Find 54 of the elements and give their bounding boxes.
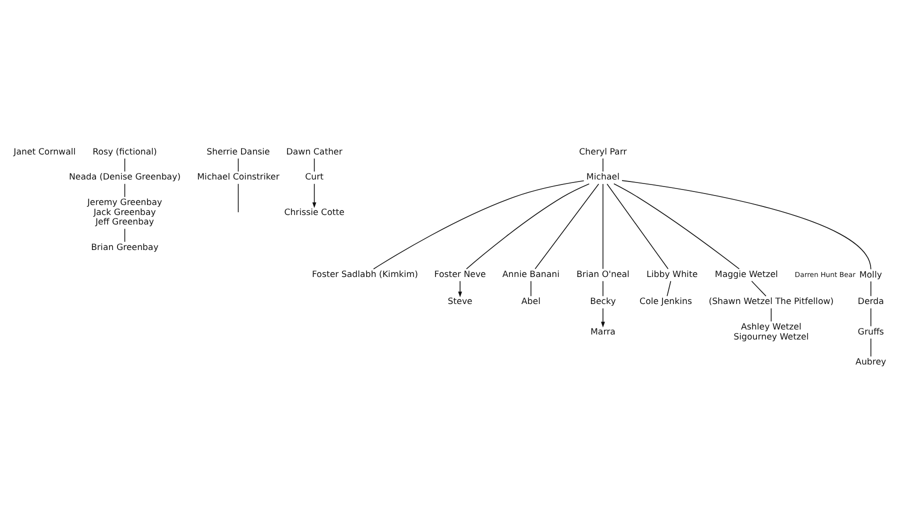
connector [314,158,315,172]
node-text: Foster Neve [434,270,486,280]
node-text: (Shawn Wetzel The Pitfellow) [708,297,834,308]
node-text: Chrissie Cotte [284,208,344,218]
node-text: Steve [448,297,472,308]
connector [466,183,590,270]
node-text: Michael [586,172,620,183]
connector [602,184,604,270]
connector [238,183,239,213]
node-text: Dawn Cather [286,147,342,158]
node-text: Curt [305,172,324,183]
connector [602,280,604,296]
connector [530,280,532,296]
node-text: Libby White [646,270,698,280]
node-text: Cole Jenkins [640,297,692,308]
connector [666,280,672,296]
connector [602,158,604,172]
connector [622,180,872,270]
arrow [312,183,316,208]
node-text: Annie Banani [502,270,560,280]
connector [870,308,872,327]
node-text: Brian O'neal [576,270,630,280]
node-text: Foster Sadlabh (Kimkim) [312,270,418,280]
arrow [600,308,605,328]
connector [770,308,772,322]
connector [534,184,600,270]
connector [606,184,668,270]
node-text: Michael Coinstriker [197,172,280,183]
node-text: Ashley Wetzel Sigourney Wetzel [734,322,809,342]
node-text: Cheryl Parr [579,147,627,158]
node-text: Gruffs [858,327,884,338]
connector [238,158,239,172]
node-text: Abel [521,297,540,308]
label: Janet Cornwall [14,147,76,158]
node-text: Jeremy Greenbay Jack Greenbay Jeff Greenbay [87,198,162,228]
node-text: Molly [859,270,882,280]
connector [124,158,126,172]
node-text: Derda [858,297,884,308]
node-text: Marra [590,327,616,338]
node-text: Rosy (fictional) [92,147,157,158]
connector [124,183,126,198]
node-text: Maggie Wetzel [714,270,778,280]
connector [870,281,872,296]
node-text: Aubrey [856,358,886,368]
node-text: Sherrie Dansie [206,147,270,158]
connector [373,180,584,270]
connector [614,183,740,270]
node-text: Neada (Denise Greenbay) [68,172,181,183]
node-text: Brian Greenbay [91,243,158,254]
arrow [458,280,462,298]
connector [124,228,126,242]
node-text: Becky [590,297,616,308]
connector [751,280,766,296]
connector [870,338,872,357]
